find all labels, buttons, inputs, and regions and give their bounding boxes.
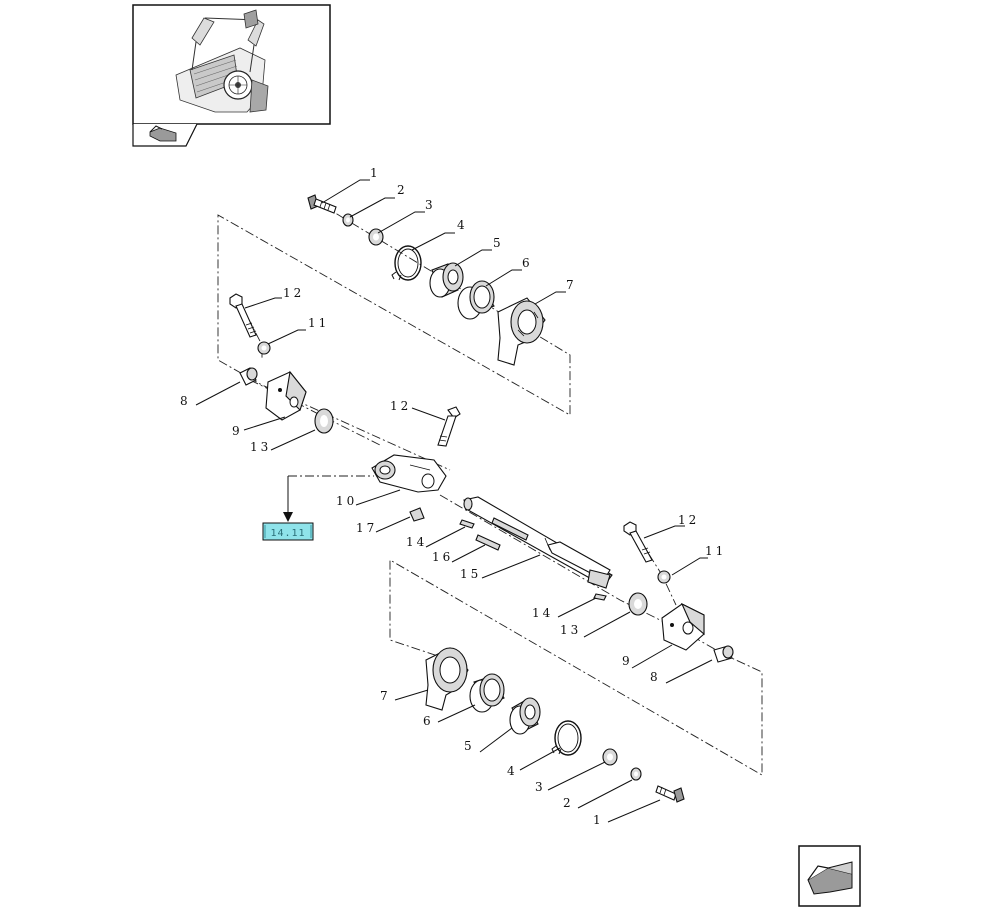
part-bolt-top[interactable] xyxy=(307,194,337,214)
part-bracket-left[interactable] xyxy=(265,370,307,421)
callout-bot-4: 4 xyxy=(507,764,518,778)
callout-right-12: 12 xyxy=(678,513,699,527)
part-circlip-bottom[interactable] xyxy=(551,720,582,756)
part-washer-left[interactable] xyxy=(257,341,271,355)
callout-bot-5: 5 xyxy=(464,739,475,753)
part-washer-top[interactable] xyxy=(368,228,384,246)
callout-right-8: 8 xyxy=(650,670,661,684)
callout-bot-7: 7 xyxy=(380,689,391,703)
callout-bot-1: 1 xyxy=(593,813,604,827)
callout-left-11: 11 xyxy=(308,316,329,330)
callout-right-13: 13 xyxy=(560,623,581,637)
callout-top-4: 4 xyxy=(457,218,468,232)
callout-top-5: 5 xyxy=(493,236,504,250)
next-page-button[interactable] xyxy=(798,845,861,907)
part-bushing-right[interactable] xyxy=(713,645,734,663)
part-ring-top[interactable] xyxy=(457,280,495,320)
reference-link[interactable]: 14.11 xyxy=(262,476,314,541)
arrow-down-icon xyxy=(283,512,293,522)
assembly-thumbnail[interactable] xyxy=(132,4,331,125)
part-set-screw[interactable] xyxy=(409,507,425,522)
callout-mid-14: 14 xyxy=(406,535,427,549)
part-housing-top[interactable] xyxy=(497,297,546,366)
part-key-small-center[interactable] xyxy=(459,519,475,529)
part-bearing-top[interactable] xyxy=(429,262,464,298)
part-key-small-right[interactable] xyxy=(593,593,607,601)
part-bolt-long-right[interactable] xyxy=(623,521,653,563)
callout-left-12: 12 xyxy=(283,286,304,300)
part-washer-bottom[interactable] xyxy=(602,748,618,766)
part-ring-bottom[interactable] xyxy=(469,673,505,713)
part-bearing-bottom[interactable] xyxy=(509,697,541,735)
part-lever-arm[interactable] xyxy=(371,454,447,493)
callout-mid-10: 10 xyxy=(336,494,357,508)
arrow-forward-icon xyxy=(807,861,853,895)
reference-box xyxy=(262,522,314,541)
leader-lines xyxy=(195,179,713,823)
callout-right-11: 11 xyxy=(705,544,726,558)
part-housing-bottom[interactable] xyxy=(425,647,469,711)
callout-right-14: 14 xyxy=(532,606,553,620)
callout-mid-15: 15 xyxy=(460,567,481,581)
callout-left-13: 13 xyxy=(250,440,271,454)
part-spacer-left[interactable] xyxy=(314,408,334,434)
baler-assembly-thumbnail-icon xyxy=(175,9,269,113)
callout-top-1: 1 xyxy=(370,166,381,180)
callout-left-8: 8 xyxy=(180,394,191,408)
callout-mid-16: 16 xyxy=(432,550,453,564)
callout-right-9: 9 xyxy=(622,654,633,668)
callout-top-6: 6 xyxy=(522,256,533,270)
part-bolt-long-left[interactable] xyxy=(229,293,257,338)
callout-mid-17: 17 xyxy=(356,521,377,535)
part-bolt-long-center[interactable] xyxy=(437,406,461,447)
part-bracket-right[interactable] xyxy=(661,602,705,651)
callout-bot-3: 3 xyxy=(535,780,546,794)
back-to-parent-tab[interactable] xyxy=(132,123,198,147)
part-shaft[interactable] xyxy=(463,496,613,589)
reference-label: 14.11 xyxy=(270,528,305,539)
part-spacer-right[interactable] xyxy=(628,592,648,616)
callout-top-3: 3 xyxy=(425,198,436,212)
callout-numbers: 1 2 3 4 5 6 7 12 11 8 9 13 12 10 17 14 1… xyxy=(180,166,726,827)
part-washer-right[interactable] xyxy=(657,570,671,584)
part-washer-small-bottom[interactable] xyxy=(630,767,642,781)
part-circlip-top[interactable] xyxy=(391,245,422,281)
callout-mid-12: 12 xyxy=(390,399,411,413)
callout-bot-6: 6 xyxy=(423,714,434,728)
arrow-back-icon xyxy=(149,125,177,142)
callout-left-9: 9 xyxy=(232,424,243,438)
part-key-long[interactable] xyxy=(475,534,501,551)
part-bushing-left[interactable] xyxy=(239,367,258,386)
part-bolt-bottom[interactable] xyxy=(655,785,685,803)
callout-top-7: 7 xyxy=(566,278,577,292)
callout-top-2: 2 xyxy=(397,183,408,197)
callout-bot-2: 2 xyxy=(563,796,574,810)
